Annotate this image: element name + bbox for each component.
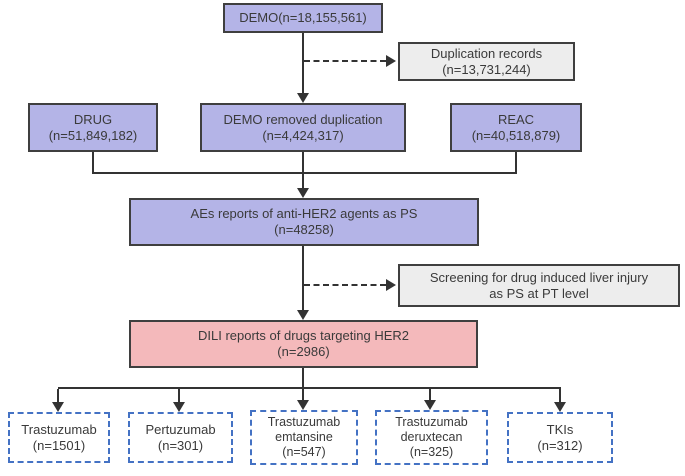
trastuzumab-deruxtecan-label1: Trastuzumab	[395, 414, 468, 429]
aes-reports-count: (n=48258)	[274, 222, 334, 237]
screening-label-line2: as PS at PT level	[489, 285, 589, 301]
demo-box: DEMO(n=18,155,561)	[223, 3, 383, 33]
connector-aes-dili	[302, 246, 304, 312]
connector-mid-horizontal	[92, 172, 517, 174]
arrowhead-into-pertuzumab	[173, 402, 185, 412]
connector-drop-tkis	[559, 389, 561, 403]
demo-label: DEMO(n=18,155,561)	[239, 10, 367, 26]
connector-center-down	[302, 152, 304, 190]
trastuzumab-label: Trastuzumab	[21, 421, 97, 437]
drug-box: DRUG (n=51,849,182)	[28, 103, 158, 152]
aes-reports-label: AEs reports of anti-HER2 agents as PS	[190, 206, 418, 222]
pertuzumab-box: Pertuzumab (n=301)	[128, 412, 233, 463]
demo-dedup-label: DEMO removed duplication	[223, 111, 383, 127]
connector-dili-down	[302, 368, 304, 389]
arrowhead-into-demo-dedup	[297, 93, 309, 103]
tkis-count: (n=312)	[537, 437, 583, 453]
connector-demo-down	[302, 33, 304, 93]
connector-drop-deruxtecan	[429, 389, 431, 401]
pertuzumab-count: (n=301)	[157, 437, 204, 453]
reac-count: (n=40,518,879)	[471, 127, 561, 143]
connector-drop-trastuzumab	[57, 389, 59, 403]
trastuzumab-emtansine-box: Trastuzumab emtansine (n=547)	[250, 410, 358, 465]
arrowhead-into-aes	[297, 188, 309, 198]
trastuzumab-deruxtecan-count: (n=325)	[409, 445, 454, 460]
trastuzumab-deruxtecan-label2: deruxtecan	[400, 429, 463, 444]
reac-label: REAC	[497, 111, 535, 127]
arrowhead-into-dili	[297, 310, 309, 320]
aes-reports-box: AEs reports of anti-HER2 agents as PS (n…	[129, 198, 479, 246]
trastuzumab-box: Trastuzumab (n=1501)	[8, 412, 110, 463]
arrowhead-into-emtansine	[297, 400, 309, 410]
dili-reports-label: DILI reports of drugs targeting HER2	[198, 328, 409, 344]
screening-label-line1: Screening for drug induced liver injury	[429, 269, 649, 285]
drug-count: (n=51,849,182)	[48, 127, 138, 143]
pertuzumab-label: Pertuzumab	[145, 421, 216, 437]
arrowhead-into-duplication	[386, 55, 396, 67]
duplication-records-count: (n=13,731,244)	[442, 61, 531, 77]
dashed-connector-duplication	[304, 60, 386, 62]
duplication-records-label: Duplication records	[430, 45, 543, 61]
arrowhead-into-tkis	[554, 402, 566, 412]
trastuzumab-emtansine-label1: Trastuzumab	[267, 414, 341, 429]
drug-label: DRUG	[73, 111, 113, 127]
demo-dedup-count: (n=4,424,317)	[262, 127, 344, 143]
screening-box: Screening for drug induced liver injury …	[398, 264, 680, 307]
dili-reports-box: DILI reports of drugs targeting HER2 (n=…	[129, 320, 478, 368]
connector-bottom-horizontal	[58, 387, 561, 389]
connector-reac-down	[515, 152, 517, 174]
trastuzumab-count: (n=1501)	[32, 437, 86, 453]
trastuzumab-emtansine-label2: emtansine	[275, 429, 333, 444]
trastuzumab-deruxtecan-box: Trastuzumab deruxtecan (n=325)	[375, 410, 488, 465]
reac-box: REAC (n=40,518,879)	[450, 103, 582, 152]
connector-drop-emtansine	[302, 389, 304, 401]
trastuzumab-emtansine-count: (n=547)	[282, 445, 326, 460]
tkis-box: TKIs (n=312)	[507, 412, 613, 463]
duplication-records-box: Duplication records (n=13,731,244)	[398, 42, 575, 81]
connector-drop-pertuzumab	[178, 389, 180, 403]
demo-dedup-box: DEMO removed duplication (n=4,424,317)	[200, 103, 406, 152]
arrowhead-into-trastuzumab	[52, 402, 64, 412]
arrowhead-into-deruxtecan	[424, 400, 436, 410]
arrowhead-into-screening	[386, 279, 396, 291]
tkis-label: TKIs	[546, 421, 574, 437]
dashed-connector-screening	[304, 284, 386, 286]
connector-drug-down	[92, 152, 94, 174]
dili-reports-count: (n=2986)	[277, 344, 330, 359]
